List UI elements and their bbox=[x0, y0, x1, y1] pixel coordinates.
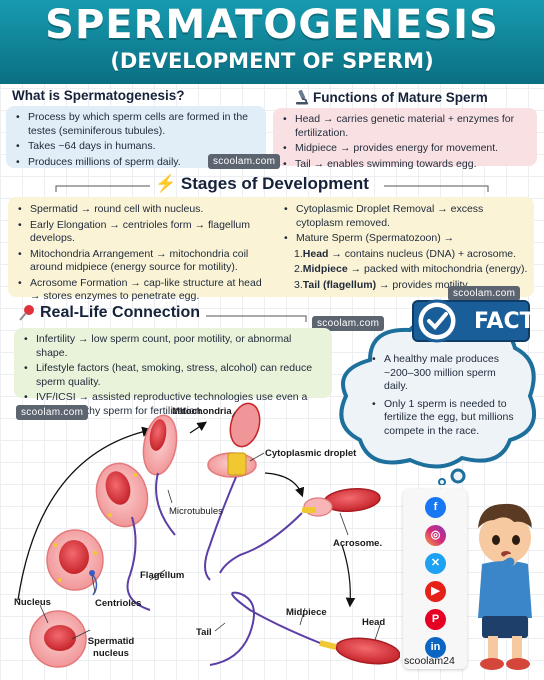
label-tail: Tail bbox=[196, 627, 212, 638]
cytoplasmic-droplet-sperm bbox=[219, 488, 381, 574]
list-item: Early Elongation → centrioles form → fla… bbox=[18, 219, 268, 246]
pushpin-icon bbox=[19, 305, 34, 321]
facts-list: A healthy male produces ~200–300 million… bbox=[370, 353, 518, 442]
stages-left-column: Spermatid → round cell with nucleus. Ear… bbox=[18, 203, 268, 306]
pinterest-icon[interactable]: P bbox=[425, 609, 446, 630]
label-spermatid-nucleus: Spermatid nucleus bbox=[87, 636, 135, 659]
page-subtitle: (DEVELOPMENT OF SPERM) bbox=[110, 49, 434, 73]
list-item: Head → carries genetic material + enzyme… bbox=[283, 113, 529, 140]
list-item: Tail → enables swimming towards egg. bbox=[283, 158, 529, 172]
label-nucleus: Nucleus bbox=[14, 597, 51, 608]
list-item: Spermatid → round cell with nucleus. bbox=[18, 203, 268, 217]
label-head: Head bbox=[362, 617, 386, 628]
stages-heading-text: Stages of Development bbox=[180, 174, 369, 193]
list-item: 2.Midpiece → packed with mitochondria (e… bbox=[294, 263, 528, 275]
label-mitochondria: Mitochondria bbox=[172, 406, 232, 417]
lightning-icon: ⚡ bbox=[155, 174, 177, 193]
list-item: Mature Sperm (Spermatozoon) → bbox=[284, 232, 529, 246]
spermatid-cell bbox=[29, 610, 87, 668]
label-cytoplasmic-droplet: Cytoplasmic droplet bbox=[265, 448, 357, 459]
progression-arrow bbox=[17, 426, 153, 601]
label-flagellum: Flagellum bbox=[140, 570, 185, 581]
round-cell bbox=[46, 529, 104, 596]
thinking-boy-illustration bbox=[478, 503, 532, 670]
list-item: Midpiece → provides energy for movement. bbox=[283, 142, 529, 156]
list-item: 3.Tail (flagellum) → provides motility. bbox=[294, 278, 470, 291]
list-item: Lifestyle factors (heat, smoking, stress… bbox=[24, 362, 324, 389]
list-item: Cytoplasmic Droplet Removal → excess cyt… bbox=[284, 203, 529, 230]
list-item: Mitochondria Arrangement → mitochondria … bbox=[18, 248, 268, 275]
functions-heading: Functions of Mature Sperm bbox=[313, 90, 488, 105]
real-life-card: Infertility → low sperm count, poor moti… bbox=[14, 328, 332, 417]
label-midpiece: Midpiece bbox=[286, 607, 327, 618]
list-item: Only 1 sperm is needed to fertilize the … bbox=[370, 398, 518, 439]
list-item: Produces millions of sperm daily. bbox=[16, 156, 258, 170]
page-title: SPERMATOGENESIS bbox=[45, 2, 499, 48]
label-microtubules: Microtubules bbox=[169, 506, 223, 517]
social-handle: scoolam24 bbox=[404, 655, 455, 667]
mature-sperm bbox=[209, 591, 400, 666]
stages-right-column: Cytoplasmic Droplet Removal → excess cyt… bbox=[284, 203, 529, 294]
list-item: Acrosome Formation → cap-like structure … bbox=[18, 277, 268, 304]
linkedin-icon[interactable]: in bbox=[425, 637, 446, 658]
spermatogenesis-diagram bbox=[17, 402, 400, 668]
what-is-heading: What is Spermatogenesis? bbox=[12, 88, 185, 103]
list-item: Infertility → low sperm count, poor moti… bbox=[24, 333, 324, 360]
functions-card: Head → carries genetic material + enzyme… bbox=[273, 108, 537, 171]
youtube-icon[interactable]: ▶ bbox=[425, 581, 446, 602]
title-banner: SPERMATOGENESIS (DEVELOPMENT OF SPERM) bbox=[0, 0, 544, 84]
instagram-icon[interactable]: ◎ bbox=[425, 525, 446, 546]
list-item: Process by which sperm cells are formed … bbox=[16, 111, 258, 138]
label-centrioles: Centrioles bbox=[95, 598, 142, 609]
microscope-icon bbox=[296, 89, 308, 105]
watermark: scoolam.com bbox=[16, 405, 89, 420]
stages-card: Spermatid → round cell with nucleus. Ear… bbox=[8, 197, 534, 302]
list-item: 1.Head → contains nucleus (DNA) + acroso… bbox=[294, 247, 517, 260]
watermark: scoolam.com bbox=[448, 286, 521, 301]
real-life-line bbox=[206, 315, 307, 322]
elongating-cell bbox=[95, 462, 151, 611]
watermark: scoolam.com bbox=[208, 154, 281, 169]
checkmark-icon bbox=[415, 299, 459, 343]
mitochondria-coil-cell bbox=[204, 402, 261, 581]
social-panel: f ◎ ✕ ▶ P in bbox=[403, 489, 467, 669]
facts-badge-label: FACTS bbox=[474, 309, 544, 334]
what-is-card: Process by which sperm cells are formed … bbox=[6, 106, 266, 170]
list-item: Takes ~64 days in humans. bbox=[16, 140, 258, 154]
real-life-heading: Real-Life Connection bbox=[40, 304, 201, 321]
stages-bracket bbox=[55, 185, 489, 192]
watermark: scoolam.com bbox=[312, 316, 385, 331]
x-icon[interactable]: ✕ bbox=[425, 553, 446, 574]
label-acrosome: Acrosome. bbox=[333, 538, 383, 549]
mitochondria-stage-cell bbox=[142, 414, 178, 536]
stages-heading: ⚡ Stages of Development bbox=[155, 174, 369, 194]
facebook-icon[interactable]: f bbox=[425, 497, 446, 518]
list-item: A healthy male produces ~200–300 million… bbox=[370, 353, 518, 394]
